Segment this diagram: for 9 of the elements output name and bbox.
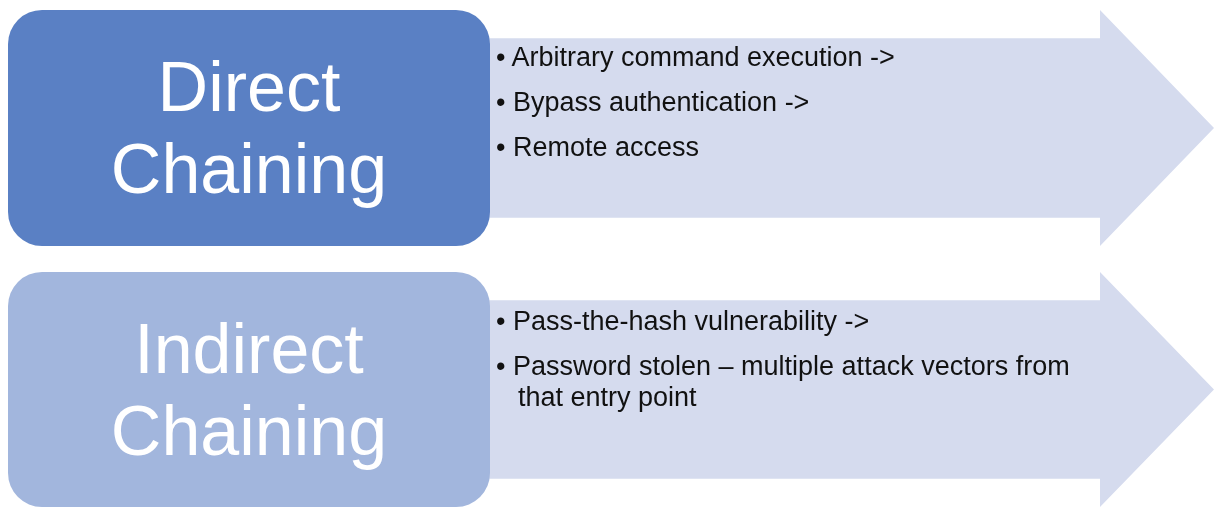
box-title: Indirect Chaining xyxy=(109,308,389,472)
bullet-item: • Bypass authentication -> xyxy=(496,87,811,118)
bullet-item: • Pass-the-hash vulnerability -> xyxy=(496,306,871,337)
box-title: Direct Chaining xyxy=(109,47,389,210)
bullet-item: • Remote access xyxy=(496,132,701,163)
bullet-item: • Arbitrary command execution -> xyxy=(496,42,896,73)
title-box xyxy=(8,272,490,507)
title-box xyxy=(8,10,490,246)
bullet-item: • Password stolen – multiple attack vectors from that entry point xyxy=(496,351,1071,413)
